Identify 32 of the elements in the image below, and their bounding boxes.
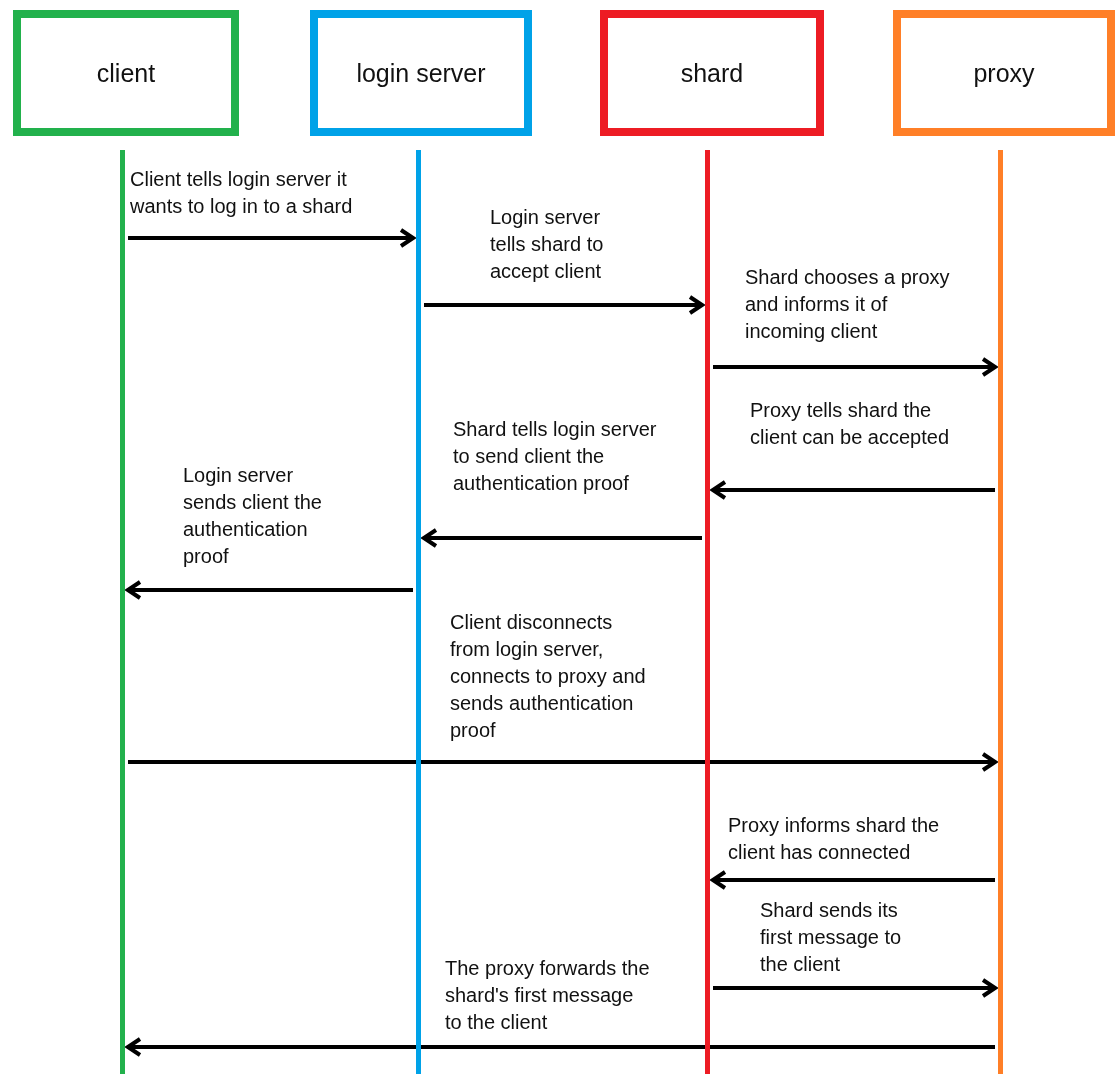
message-arrow [126,1037,995,1057]
participant-name: proxy [973,58,1035,88]
edge-label: Login server tells shard to accept client [490,205,605,284]
edge-label: Client disconnects from login server, connects to proxy and sends authentication proof [450,610,647,743]
edge-label: Client tells login server it wants to log in to a shard [130,167,354,219]
message-arrow [424,295,704,315]
lifeline [416,150,421,1074]
message-arrow [128,228,415,248]
edge-label: Shard tells login server to send client the authentication proof [453,417,658,496]
participant-name: login server [356,58,486,88]
message-arrow [711,480,995,500]
message-arrow [126,580,413,600]
message-arrow [422,528,702,548]
lifeline [705,150,710,1074]
message-arrow [713,978,997,998]
edge-label: Proxy informs shard the client has connected [728,813,941,865]
participant-name: client [96,58,156,88]
edge-label: Shard sends its first message to the client [760,898,903,977]
edge-label: Shard chooses a proxy and informs it of incoming client [745,265,951,344]
participant-box [310,10,532,136]
participant-box [600,10,824,136]
edge-label: Proxy tells shard the client can be accepted [750,398,951,450]
participant-box [893,10,1115,136]
lifeline [998,150,1003,1074]
lifeline [120,150,125,1074]
edge-label: The proxy forwards the shard's first message to the client [445,956,651,1035]
edge-label: Login server sends client the authentication proof [183,463,323,569]
participant-name: shard [680,58,744,88]
message-arrow [713,357,997,377]
participant-box [13,10,239,136]
message-arrow [128,752,997,772]
message-arrow [711,870,995,890]
